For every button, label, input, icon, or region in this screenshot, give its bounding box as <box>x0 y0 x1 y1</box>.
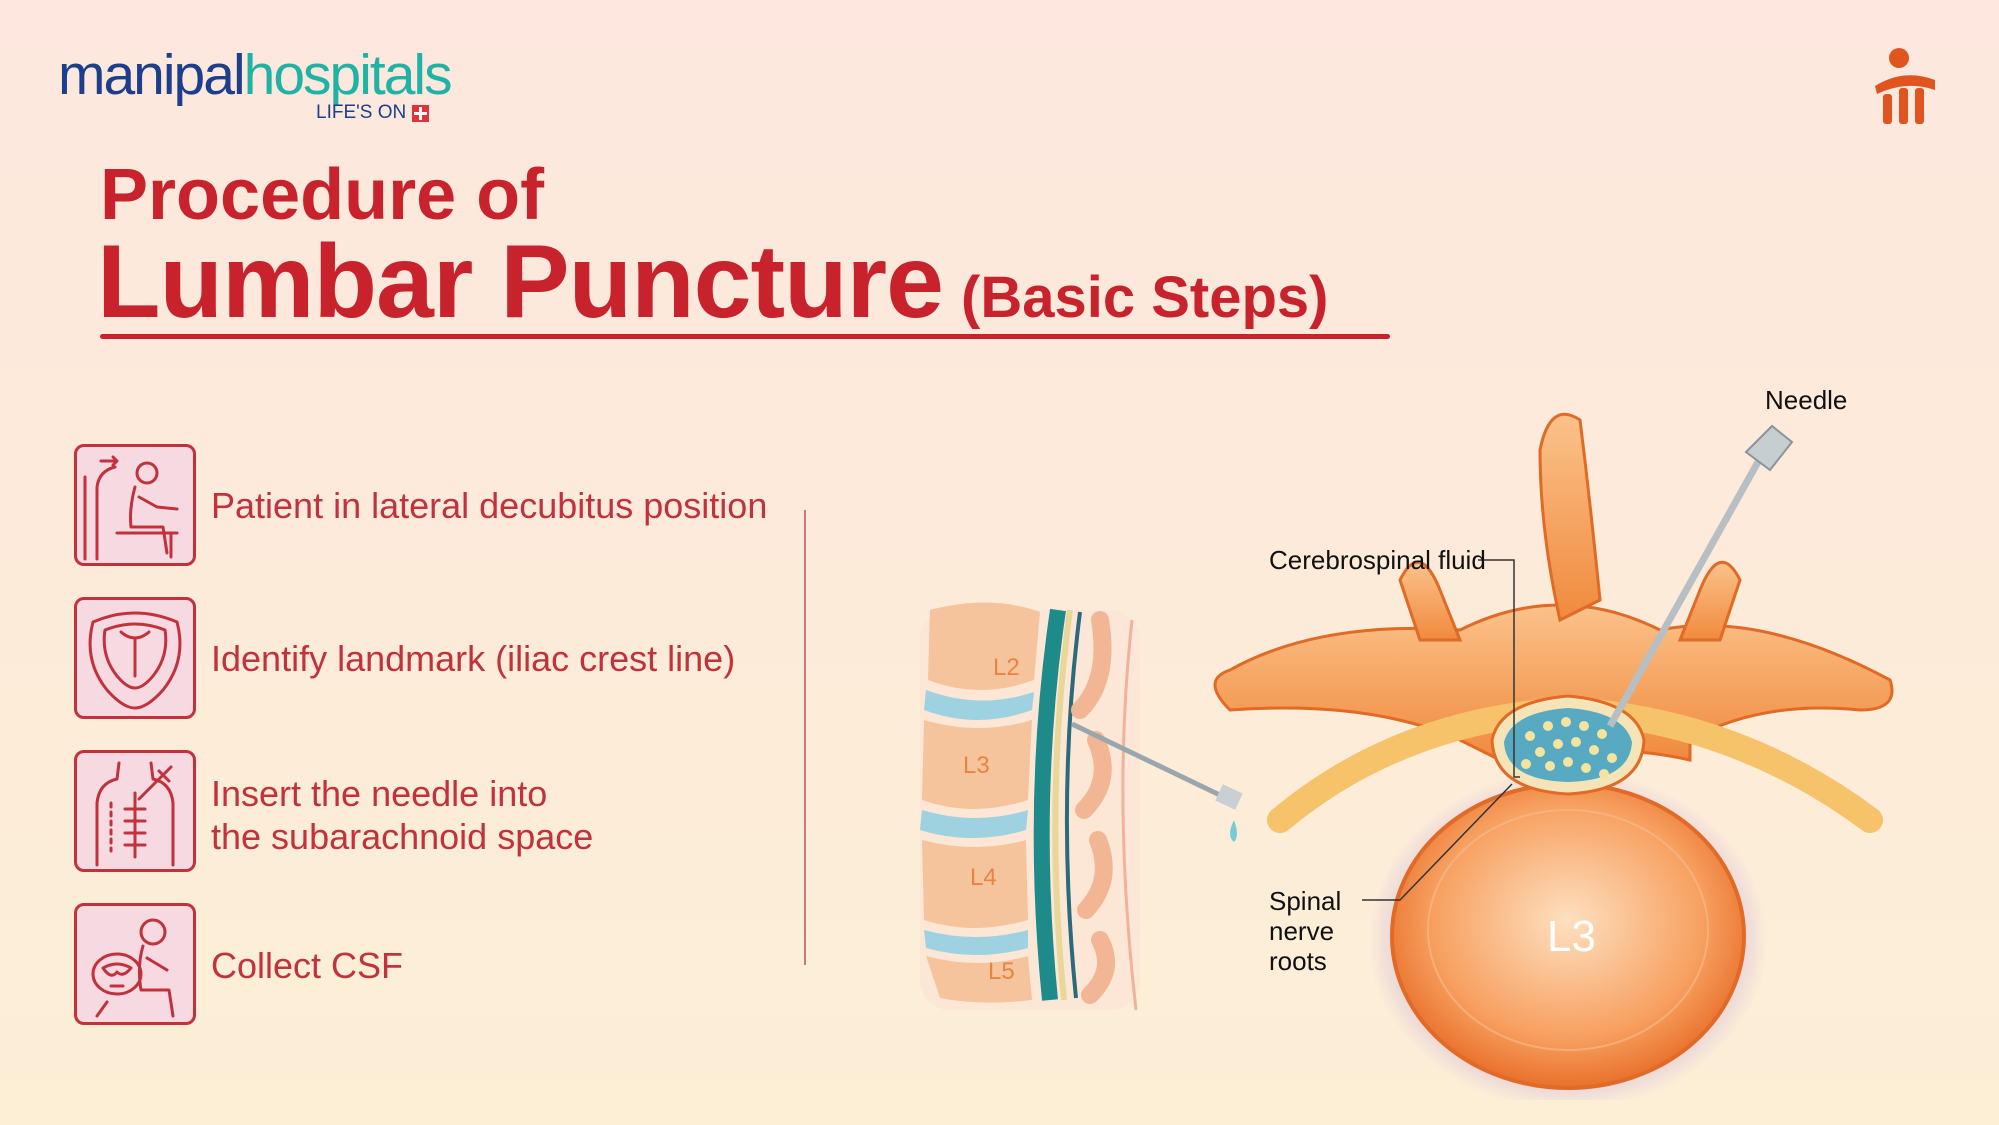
nerve-roots-label-1: Spinal <box>1269 886 1342 916</box>
spine-level-l3: L3 <box>963 752 990 779</box>
nerve-roots-label-3: roots <box>1269 946 1327 976</box>
spine-level-l4: L4 <box>970 864 997 891</box>
spine-level-l2: L2 <box>993 654 1020 681</box>
spine-side-view <box>920 602 1243 1011</box>
title-underline <box>100 334 1390 339</box>
spine-level-l5: L5 <box>988 958 1015 985</box>
step-2-text: Identify landmark (iliac crest line) <box>211 638 736 679</box>
needle-insert-icon <box>74 750 196 872</box>
lumbar-puncture-illustration <box>900 380 1960 1110</box>
needle-label: Needle <box>1765 385 1848 415</box>
brand-name-part1: manipal <box>58 43 246 107</box>
section-divider <box>804 510 806 965</box>
medical-cross-icon <box>412 104 430 122</box>
brand-symbol-icon <box>1869 46 1939 128</box>
title-line-2: Lumbar Puncture (Basic Steps) <box>97 225 1328 355</box>
step-3-text-line-2: the subarachnoid space <box>211 816 594 857</box>
step-3-text-line-1: Insert the needle into <box>211 773 548 814</box>
step-4-text: Collect CSF <box>211 945 404 986</box>
brand-logo: manipalhospitals LIFE'S ON <box>58 40 458 130</box>
brand-tagline-text: LIFE'S ON <box>316 102 407 123</box>
collect-csf-icon <box>74 903 196 1025</box>
pelvis-landmark-icon <box>74 597 196 719</box>
vertebra-axial-view <box>1213 412 1894 1110</box>
vertebra-label-l3: L3 <box>1547 912 1596 961</box>
brand-tagline: LIFE'S ON <box>316 102 430 124</box>
brand-wordmark: manipalhospitals <box>58 40 453 110</box>
title-line-1: Procedure of <box>100 155 545 235</box>
lateral-position-icon <box>74 444 196 566</box>
nerve-roots-label-2: nerve <box>1269 916 1335 946</box>
brand-name-part2: hospitals <box>243 43 453 107</box>
title-sub: (Basic Steps) <box>961 265 1329 330</box>
step-1-text: Patient in lateral decubitus position <box>211 485 768 526</box>
title-main: Lumbar Puncture <box>97 224 944 340</box>
csf-label: Cerebrospinal fluid <box>1269 545 1486 575</box>
